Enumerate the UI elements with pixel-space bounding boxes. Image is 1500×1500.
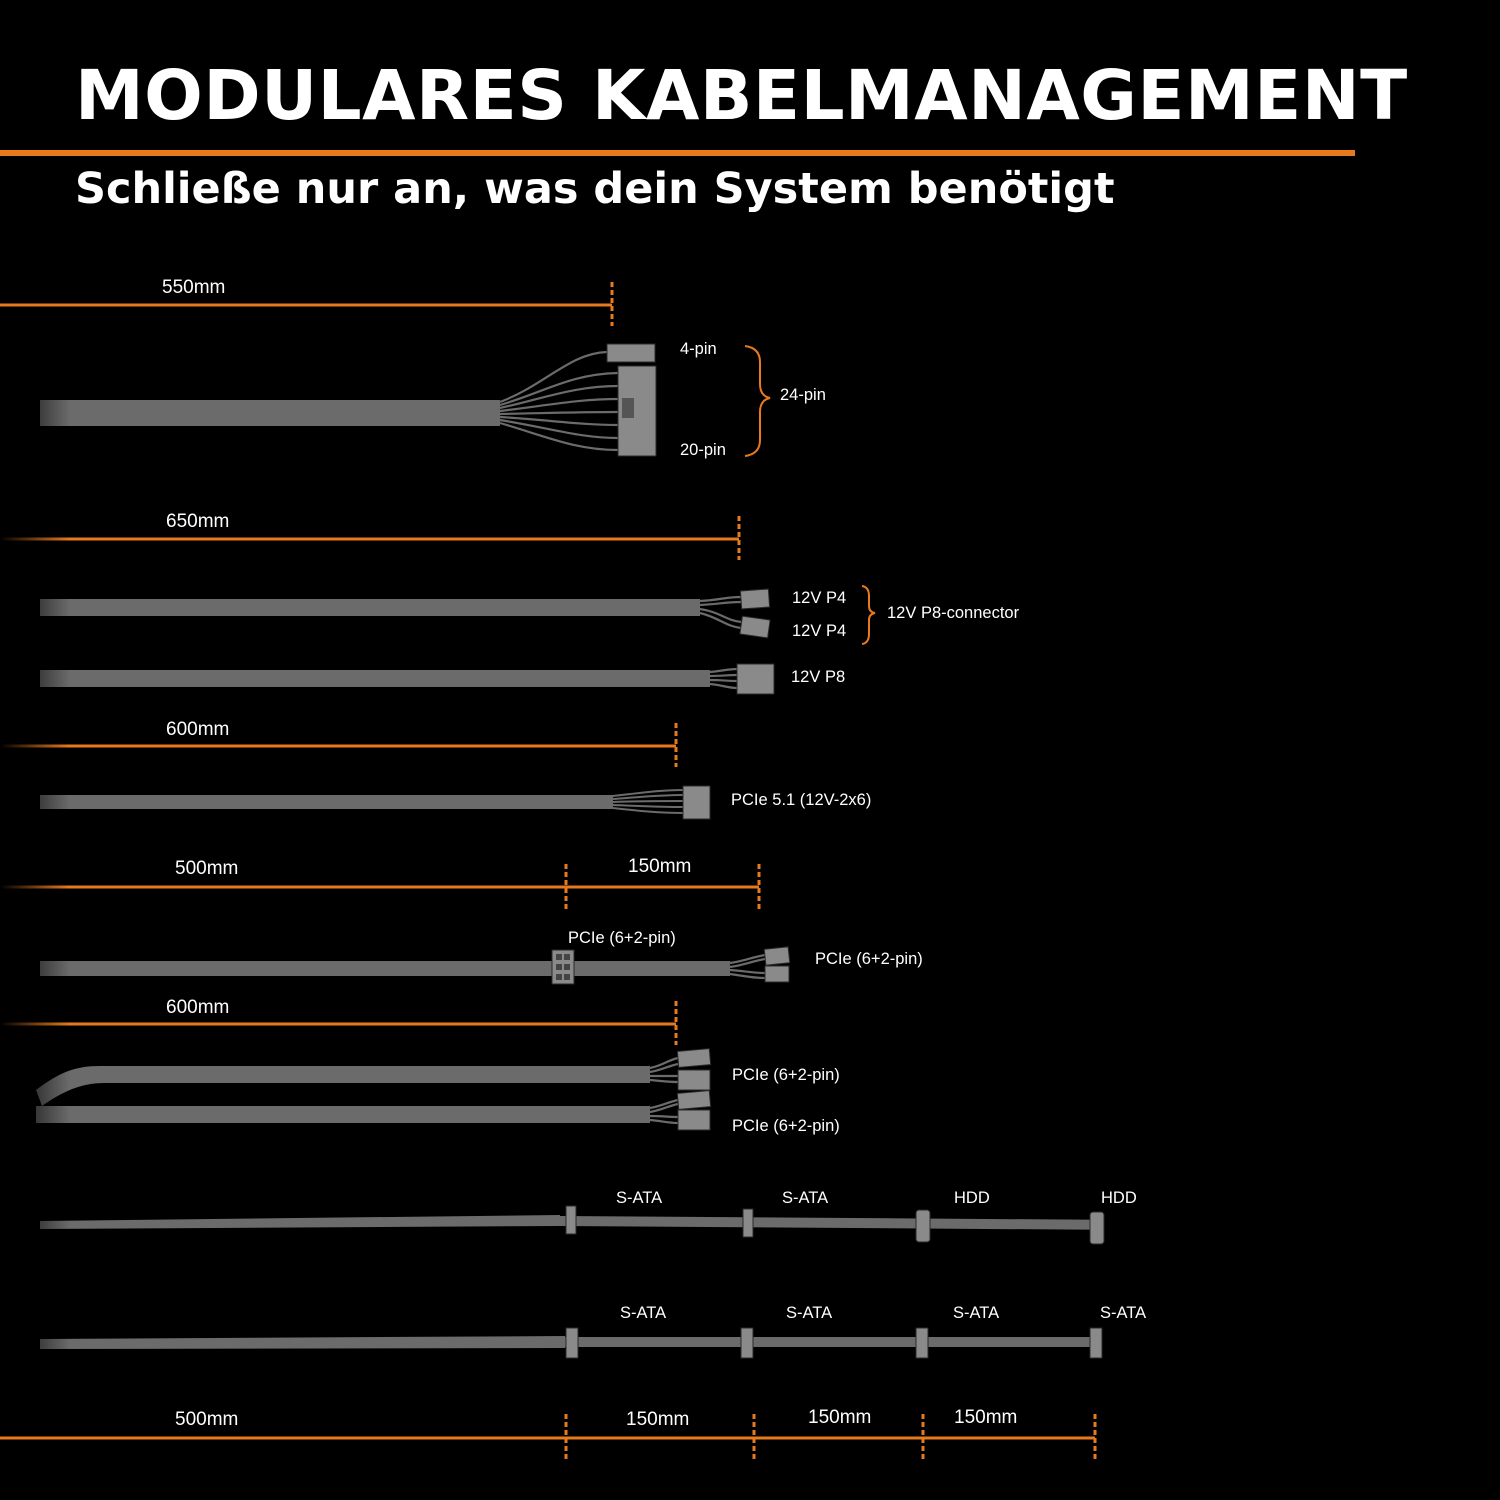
sata-cable: S-ATA S-ATA S-ATA S-ATA [40, 1304, 1146, 1359]
dimension-label: 600mm [166, 719, 229, 740]
dimension-label: 650mm [166, 511, 229, 532]
pcie-daisy-chain-cable: PCIe (6+2-pin) PCIe (6+2-pin) [40, 929, 923, 985]
label-20-pin: 20-pin [680, 441, 726, 459]
dimension-550: 550mm [0, 277, 614, 326]
label-sata: S-ATA [620, 1304, 666, 1322]
label-pcie-a: PCIe (6+2-pin) [732, 1066, 840, 1084]
sata-connector [1089, 1327, 1103, 1359]
molex-connector [1089, 1211, 1105, 1245]
label-sata: S-ATA [616, 1189, 662, 1207]
brace-p8 [861, 585, 876, 645]
sata-hdd-cable: S-ATA S-ATA HDD HDD [40, 1189, 1137, 1245]
label-pcie-end: PCIe (6+2-pin) [815, 950, 923, 968]
dimension-label: 150mm [808, 1407, 871, 1428]
label-24-pin: 24-pin [780, 386, 826, 404]
label-hdd: HDD [954, 1189, 990, 1207]
label-sata: S-ATA [786, 1304, 832, 1322]
molex-connector [915, 1209, 931, 1243]
pcie-dual-cable: PCIe (6+2-pin) PCIe (6+2-pin) [36, 1048, 840, 1135]
label-12v-p8-connector: 12V P8-connector [887, 604, 1020, 622]
dimension-500-150: 500mm 150mm [0, 856, 761, 910]
dimension-label: 150mm [628, 856, 691, 877]
dimension-label: 150mm [626, 1409, 689, 1430]
label-sata: S-ATA [782, 1189, 828, 1207]
label-pcie-mid: PCIe (6+2-pin) [568, 929, 676, 947]
dimension-label: 150mm [954, 1407, 1017, 1428]
pcie5-12v-2x6-cable: PCIe 5.1 (12V-2x6) [40, 785, 871, 820]
label-12v-p4-b: 12V P4 [792, 622, 846, 640]
page-subtitle: Schließe nur an, was dein System benötig… [75, 164, 1115, 214]
sata-connector [740, 1327, 754, 1359]
dimension-600-a: 600mm [0, 719, 678, 767]
label-hdd: HDD [1101, 1189, 1137, 1207]
title-underline [0, 150, 1355, 156]
dimension-650: 650mm [0, 511, 741, 560]
brace-24-pin [744, 345, 771, 457]
label-sata: S-ATA [953, 1304, 999, 1322]
label-4-pin: 4-pin [680, 340, 717, 358]
dimension-label: 500mm [175, 858, 238, 879]
sata-connector [742, 1208, 754, 1238]
sata-connector [565, 1327, 579, 1359]
sata-connector [565, 1205, 577, 1235]
page-title: MODULARES KABELMANAGEMENT [75, 56, 1408, 136]
dimension-label: 600mm [166, 997, 229, 1018]
dimension-label: 500mm [175, 1409, 238, 1430]
sata-connector [915, 1327, 929, 1359]
dimension-600-b: 600mm [0, 997, 678, 1045]
cpu-p8-cable: 12V P8 [40, 663, 845, 695]
label-sata: S-ATA [1100, 1304, 1146, 1322]
atx-24pin-cable: 4-pin 20-pin 24-pin [40, 340, 826, 459]
cpu-p4-split-cable: 12V P4 12V P4 12V P8-connector [40, 585, 1020, 645]
label-pcie-b: PCIe (6+2-pin) [732, 1117, 840, 1135]
dimension-label: 550mm [162, 277, 225, 298]
label-12v-p4-a: 12V P4 [792, 589, 846, 607]
label-12v-p8: 12V P8 [791, 668, 845, 686]
dimension-sata: 500mm 150mm 150mm 150mm [0, 1407, 1097, 1462]
label-pcie-5-1: PCIe 5.1 (12V-2x6) [731, 791, 871, 809]
